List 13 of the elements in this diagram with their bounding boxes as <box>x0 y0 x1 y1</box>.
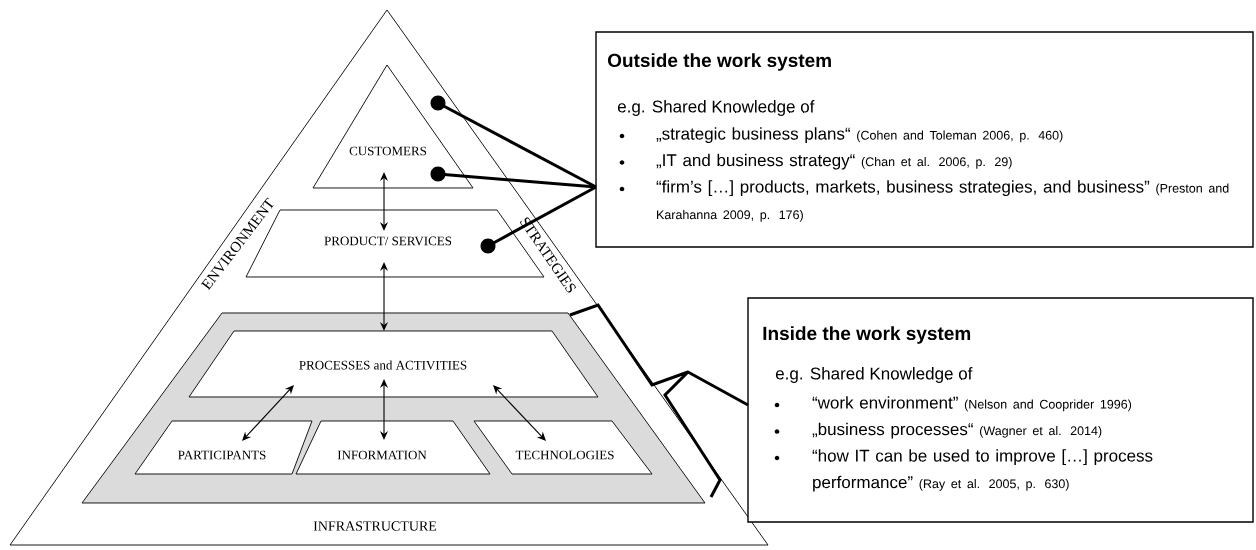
leader-line <box>480 185 597 254</box>
double-arrow <box>493 385 546 441</box>
double-arrow <box>379 262 389 331</box>
text-box: Outside the work system e.g. Shared Knowledge of „strategic business plans“ (Cohen and Toleman 2006, p. 460) „IT and business strategy“ (Chan et al. 2006, p. 29) “firm’s […] products, markets, business strategies, and business” (Preston and Karahanna 2009, p. 176) <box>595 31 1254 248</box>
bracket-leader-line <box>568 303 750 499</box>
double-arrow <box>379 172 389 231</box>
parallelogram-box: PARTICIPANTS <box>134 420 313 475</box>
text-box: Inside the work system e.g. Shared Knowledge of “work environment” (Nelson and Cooprider 1996) „business processes“ (Wagner et al. 2014) “how IT can be used to improve […] process performance” (Ray et al. 2005, p. 630) <box>747 297 1254 523</box>
customers-triangle: CUSTOMERS <box>312 64 474 189</box>
parallelogram-box: TECHNOLOGIES <box>473 420 653 475</box>
double-arrow <box>379 379 389 440</box>
trapezoid-box: INFORMATION <box>295 420 491 475</box>
double-arrow <box>242 385 294 441</box>
